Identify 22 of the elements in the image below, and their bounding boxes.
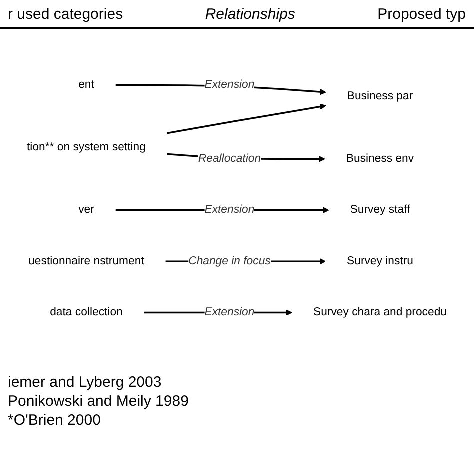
- node-text: Business par: [347, 90, 414, 102]
- arrow: [167, 104, 326, 134]
- edge-label: Extension: [204, 204, 255, 216]
- edge-label: Extension: [204, 78, 255, 91]
- node-text: Survey chara and procedu: [314, 306, 447, 318]
- node-text: ver: [78, 204, 94, 216]
- footnote: Ponikowski and Meily 1989: [8, 392, 190, 411]
- node-text: Business env: [346, 152, 414, 165]
- edge-label: Extension: [204, 306, 255, 318]
- edge-label: Reallocation: [198, 152, 262, 165]
- node-text: Survey instru: [347, 255, 414, 268]
- node-text: ent: [78, 78, 94, 91]
- node-text: data collection: [50, 306, 123, 318]
- column-header: Relationships: [205, 6, 296, 23]
- edge-label: Change in focus: [188, 255, 271, 268]
- footnote: *O'Brien 2000: [8, 411, 102, 430]
- node-text: tion** on system setting: [27, 141, 146, 154]
- node-text: Survey staff: [350, 204, 410, 216]
- footnote: iemer and Lyberg 2003: [8, 373, 163, 392]
- node-text: uestionnaire nstrument: [28, 255, 144, 268]
- column-header: Proposed typ: [378, 6, 466, 23]
- column-header: r used categories: [8, 6, 124, 23]
